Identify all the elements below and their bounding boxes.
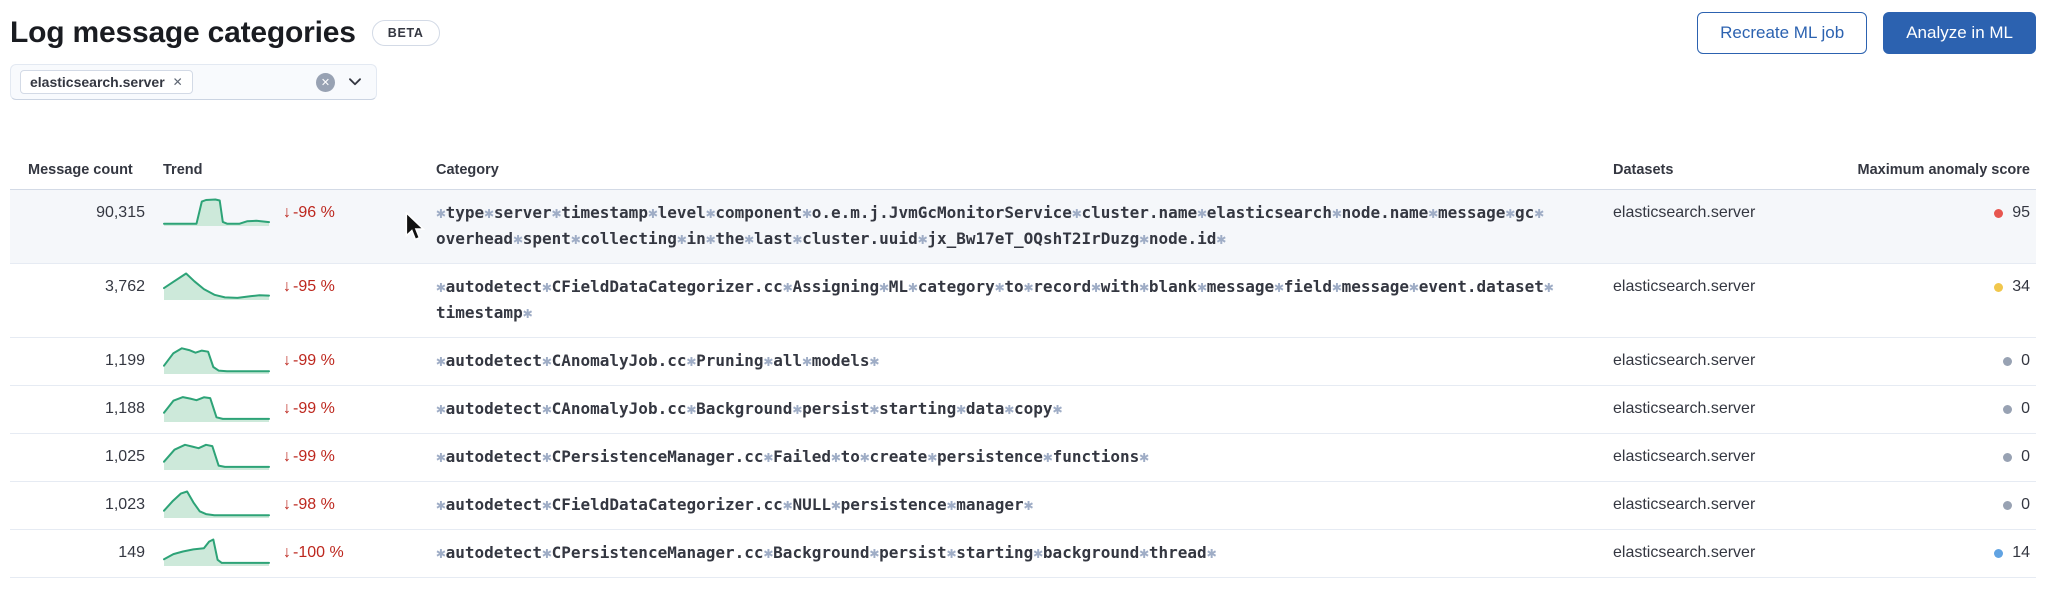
dataset-filter-pill-label: elasticsearch.server — [30, 74, 165, 90]
trend-down-arrow-icon: ↓ — [283, 448, 291, 465]
table-row[interactable]: 1,199 ↓-99 % ✱autodetect✱CAnomalyJob.cc✱… — [10, 338, 2036, 386]
trend-down-arrow-icon: ↓ — [283, 496, 291, 513]
trend-down-arrow-icon: ↓ — [283, 400, 291, 417]
severity-dot-icon — [2003, 404, 2013, 414]
message-count-cell: 1,023 — [104, 496, 145, 513]
message-count-cell: 1,188 — [104, 400, 145, 417]
trend-sparkline — [163, 490, 270, 518]
col-header-datasets: Datasets — [1613, 162, 1674, 178]
trend-percentage: ↓-96 % — [283, 204, 335, 221]
trend-sparkline — [163, 538, 270, 566]
table-body: 90,315 ↓-96 % ✱type✱server✱timestamp✱lev… — [10, 190, 2036, 578]
trend-sparkline — [163, 272, 270, 300]
severity-dot-icon — [1994, 282, 2004, 292]
col-header-max-anomaly-score: Maximum anomaly score — [1857, 162, 2030, 178]
message-count-cell: 149 — [118, 544, 145, 561]
score-value: 34 — [2012, 278, 2030, 295]
trend-percentage: ↓-99 % — [283, 448, 335, 465]
trend-percentage: ↓-99 % — [283, 400, 335, 417]
trend-cell: ↓-99 % — [152, 396, 428, 422]
trend-percentage: ↓-95 % — [283, 278, 335, 295]
recreate-ml-job-button[interactable]: Recreate ML job — [1697, 12, 1868, 54]
score-value: 0 — [2021, 352, 2030, 369]
datasets-cell: elasticsearch.server — [1613, 400, 1756, 417]
anomaly-score-cell: 14 — [1814, 540, 2036, 566]
anomaly-score-cell: 0 — [1814, 492, 2036, 518]
dataset-filter-pill[interactable]: elasticsearch.server ✕ — [20, 70, 193, 94]
severity-dot-icon — [1994, 208, 2004, 218]
message-count-cell: 90,315 — [96, 204, 145, 221]
trend-sparkline — [163, 396, 270, 422]
combobox-controls: ✕ — [316, 72, 364, 92]
trend-cell: ↓-98 % — [152, 490, 428, 518]
category-cell: ✱type✱server✱timestamp✱level✱component✱o… — [436, 203, 1544, 248]
clear-all-filters-icon[interactable]: ✕ — [316, 72, 335, 92]
datasets-cell: elasticsearch.server — [1613, 204, 1756, 221]
severity-dot-icon — [2003, 356, 2013, 366]
remove-filter-icon[interactable]: ✕ — [172, 75, 183, 89]
beta-badge: BETA — [371, 20, 440, 46]
trend-cell: ↓-99 % — [152, 443, 428, 470]
severity-dot-icon — [2003, 500, 2013, 510]
categories-table: Message count Trend Category Datasets Ma… — [10, 155, 2036, 578]
score-value: 0 — [2021, 448, 2030, 465]
table-row[interactable]: 1,023 ↓-98 % ✱autodetect✱CFieldDataCateg… — [10, 482, 2036, 530]
trend-sparkline — [163, 443, 270, 470]
trend-down-arrow-icon: ↓ — [283, 278, 291, 295]
table-row[interactable]: 90,315 ↓-96 % ✱type✱server✱timestamp✱lev… — [10, 190, 2036, 264]
datasets-cell: elasticsearch.server — [1613, 278, 1756, 295]
table-row[interactable]: 3,762 ↓-95 % ✱autodetect✱CFieldDataCateg… — [10, 264, 2036, 338]
category-cell: ✱autodetect✱CPersistenceManager.cc✱Backg… — [436, 543, 1217, 562]
category-cell: ✱autodetect✱CAnomalyJob.cc✱Background✱pe… — [436, 399, 1063, 418]
trend-sparkline — [163, 347, 270, 374]
anomaly-score-cell: 95 — [1814, 200, 2036, 226]
trend-down-arrow-icon: ↓ — [283, 204, 291, 221]
col-header-category: Category — [436, 162, 499, 178]
table-row[interactable]: 1,025 ↓-99 % ✱autodetect✱CPersistenceMan… — [10, 434, 2036, 482]
page-title: Log message categories — [10, 16, 356, 49]
message-count-cell: 1,025 — [104, 448, 145, 465]
datasets-cell: elasticsearch.server — [1613, 352, 1756, 369]
datasets-cell: elasticsearch.server — [1613, 544, 1756, 561]
table-row[interactable]: 149 ↓-100 % ✱autodetect✱CPersistenceMana… — [10, 530, 2036, 578]
trend-cell: ↓-100 % — [152, 538, 428, 566]
score-value: 0 — [2021, 400, 2030, 417]
chevron-down-icon[interactable] — [346, 73, 364, 91]
trend-down-arrow-icon: ↓ — [283, 544, 291, 561]
score-value: 95 — [2012, 204, 2030, 221]
table-header-row: Message count Trend Category Datasets Ma… — [10, 155, 2036, 190]
header-actions: Recreate ML job Analyze in ML — [1697, 12, 2036, 54]
datasets-cell: elasticsearch.server — [1613, 496, 1756, 513]
category-cell: ✱autodetect✱CFieldDataCategorizer.cc✱Ass… — [436, 277, 1554, 322]
col-header-trend: Trend — [163, 162, 203, 178]
anomaly-score-cell: 34 — [1814, 274, 2036, 300]
anomaly-score-cell: 0 — [1814, 348, 2036, 374]
trend-down-arrow-icon: ↓ — [283, 352, 291, 369]
datasets-cell: elasticsearch.server — [1613, 448, 1756, 465]
col-header-message-count: Message count — [28, 162, 133, 178]
table-row[interactable]: 1,188 ↓-99 % ✱autodetect✱CAnomalyJob.cc✱… — [10, 386, 2036, 434]
category-cell: ✱autodetect✱CFieldDataCategorizer.cc✱NUL… — [436, 495, 1034, 514]
page-header: Log message categories BETA Recreate ML … — [10, 12, 2036, 54]
analyze-in-ml-button[interactable]: Analyze in ML — [1883, 12, 2036, 54]
severity-dot-icon — [2003, 452, 2013, 462]
trend-cell: ↓-99 % — [152, 347, 428, 374]
score-value: 14 — [2012, 544, 2030, 561]
category-cell: ✱autodetect✱CPersistenceManager.cc✱Faile… — [436, 447, 1149, 466]
trend-percentage: ↓-98 % — [283, 496, 335, 513]
anomaly-score-cell: 0 — [1814, 396, 2036, 422]
trend-sparkline — [163, 198, 270, 226]
trend-cell: ↓-95 % — [152, 272, 428, 300]
trend-cell: ↓-96 % — [152, 198, 428, 226]
score-value: 0 — [2021, 496, 2030, 513]
category-cell: ✱autodetect✱CAnomalyJob.cc✱Pruning✱all✱m… — [436, 351, 880, 370]
dataset-filter-combobox[interactable]: elasticsearch.server ✕ ✕ — [10, 64, 377, 100]
severity-dot-icon — [1994, 548, 2004, 558]
anomaly-score-cell: 0 — [1814, 444, 2036, 470]
message-count-cell: 3,762 — [104, 278, 145, 295]
trend-percentage: ↓-100 % — [283, 544, 344, 561]
trend-percentage: ↓-99 % — [283, 352, 335, 369]
message-count-cell: 1,199 — [104, 352, 145, 369]
